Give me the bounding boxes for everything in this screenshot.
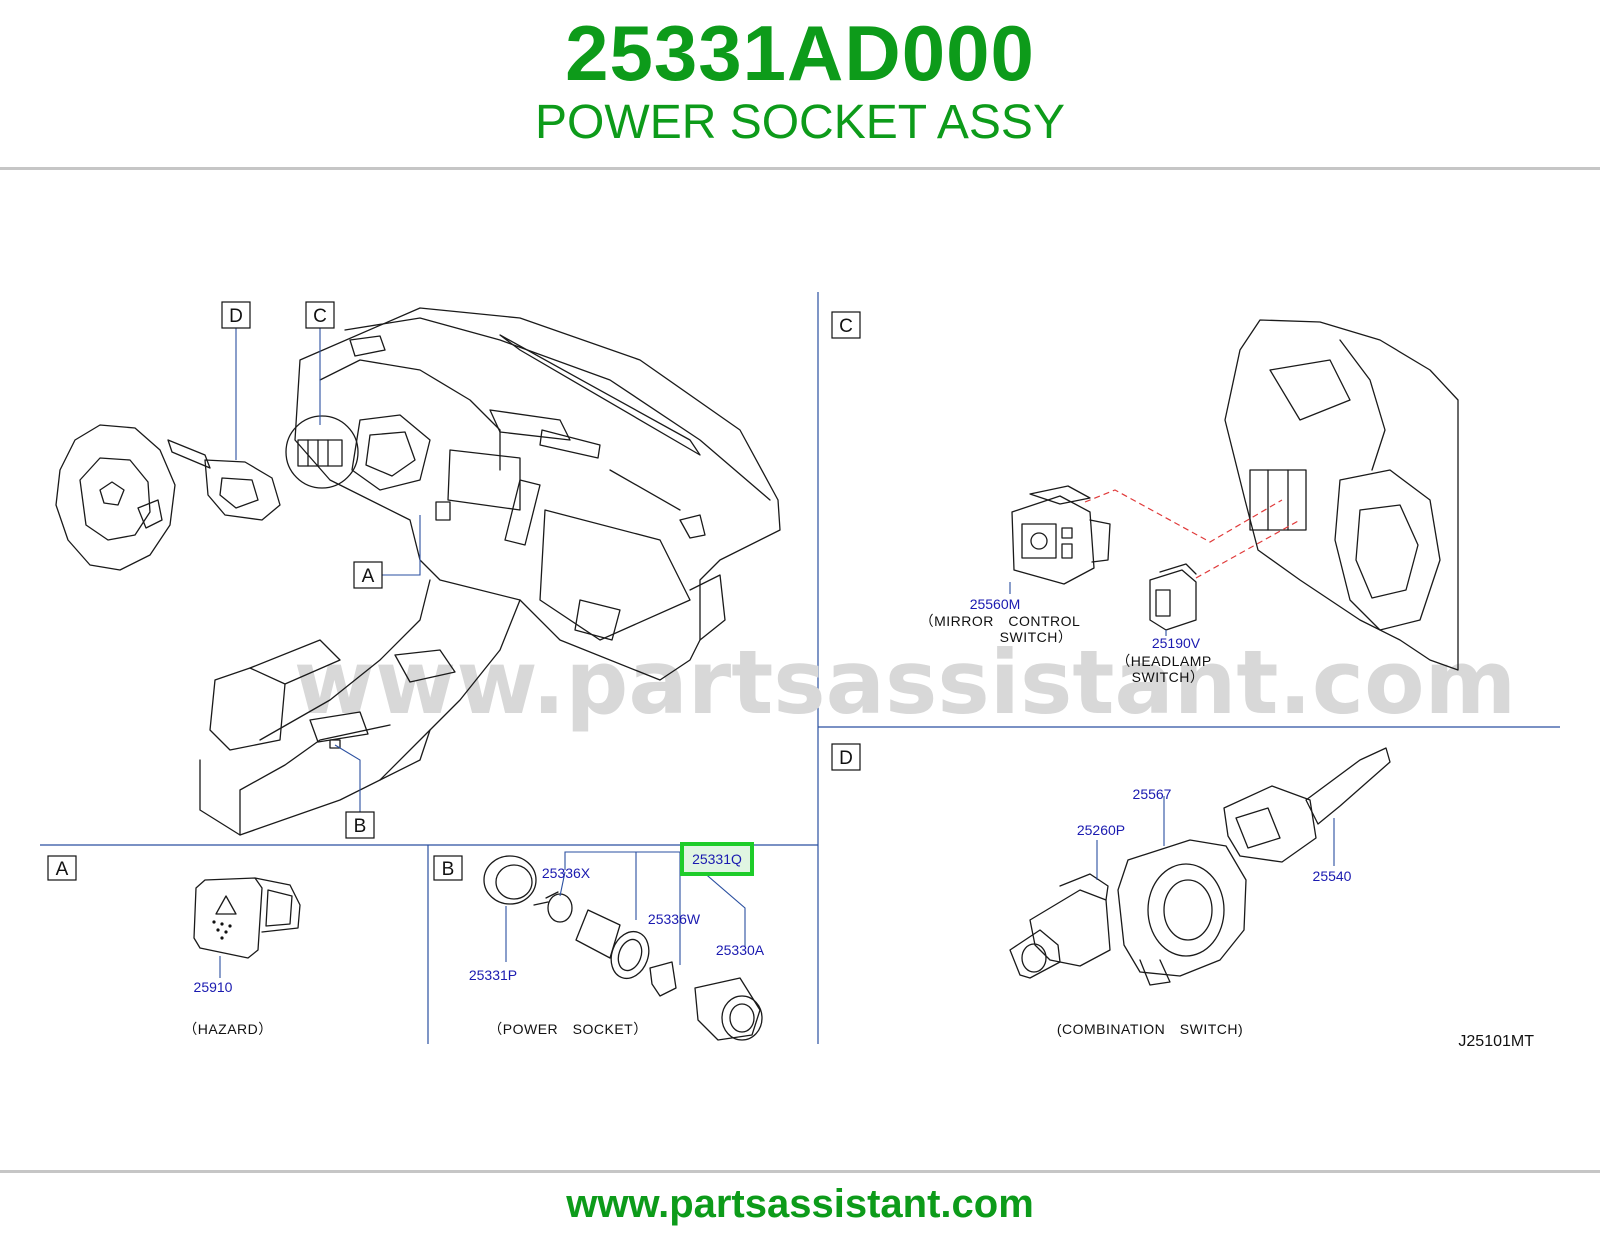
footer-divider bbox=[0, 1170, 1600, 1173]
callout-25910: 25910 bbox=[194, 979, 233, 995]
section-d-combination-switch: D 25260P 25567 25540 (COMBINATION SWITCH… bbox=[831, 743, 1391, 1037]
footer-url: www.partsassistant.com bbox=[566, 1182, 1034, 1226]
caption-power-socket: （POWER SOCKET） bbox=[488, 1021, 647, 1037]
callout-25330A: 25330A bbox=[716, 942, 765, 958]
caption-hazard: （HAZARD） bbox=[183, 1021, 273, 1037]
section-c-switches: C 25560M （MIRROR CONTROL SWITCH） 25190V … bbox=[831, 311, 1459, 685]
caption-mirror-line1: （MIRROR CONTROL bbox=[920, 613, 1081, 629]
callout-25336W: 25336W bbox=[648, 911, 701, 927]
section-d-label: D bbox=[839, 748, 853, 769]
diagram-code: J25101MT bbox=[1458, 1033, 1534, 1050]
hazard-triangle-icon bbox=[215, 895, 237, 915]
caption-headlamp-line1: （HEADLAMP bbox=[1116, 653, 1212, 669]
overview-section-c-marker: C bbox=[305, 301, 335, 329]
section-c-label: C bbox=[839, 316, 853, 337]
page-header: 25331AD000 POWER SOCKET ASSY bbox=[0, 0, 1600, 168]
highlight-box bbox=[680, 842, 754, 876]
overview-section-a-marker: A bbox=[353, 561, 383, 589]
dashboard-overview-drawing bbox=[55, 307, 781, 836]
callout-25560M: 25560M bbox=[970, 596, 1021, 612]
callout-25331Q: 25331Q bbox=[692, 851, 742, 867]
section-a-hazard: A 25910 （HAZARD） bbox=[47, 855, 301, 1037]
svg-text:A: A bbox=[362, 566, 375, 587]
part-name: POWER SOCKET ASSY bbox=[535, 96, 1065, 149]
section-b-label: B bbox=[442, 859, 455, 880]
callout-25260P: 25260P bbox=[1077, 822, 1125, 838]
section-a-label: A bbox=[56, 859, 69, 880]
overview-section-d-marker: D bbox=[221, 301, 251, 329]
svg-text:C: C bbox=[313, 306, 327, 327]
overview-section-b-marker: B bbox=[345, 811, 375, 839]
svg-text:B: B bbox=[354, 816, 367, 837]
caption-headlamp-line2: SWITCH） bbox=[1132, 669, 1205, 685]
callout-25567: 25567 bbox=[1133, 786, 1172, 802]
part-number: 25331AD000 bbox=[565, 9, 1035, 97]
caption-mirror-line2: SWITCH） bbox=[1000, 629, 1073, 645]
caption-combination-switch: (COMBINATION SWITCH) bbox=[1057, 1021, 1243, 1037]
callout-25336X: 25336X bbox=[542, 865, 591, 881]
callout-25331P: 25331P bbox=[469, 967, 517, 983]
section-b-power-socket: B 25331Q 25336X 25336W 25330A 25331P （PO… bbox=[433, 842, 765, 1041]
callout-25540: 25540 bbox=[1313, 868, 1352, 884]
watermark-text: www.partsassistant.com bbox=[294, 631, 1517, 734]
svg-text:D: D bbox=[229, 306, 243, 327]
header-divider bbox=[0, 167, 1600, 170]
callout-25190V: 25190V bbox=[1152, 635, 1201, 651]
